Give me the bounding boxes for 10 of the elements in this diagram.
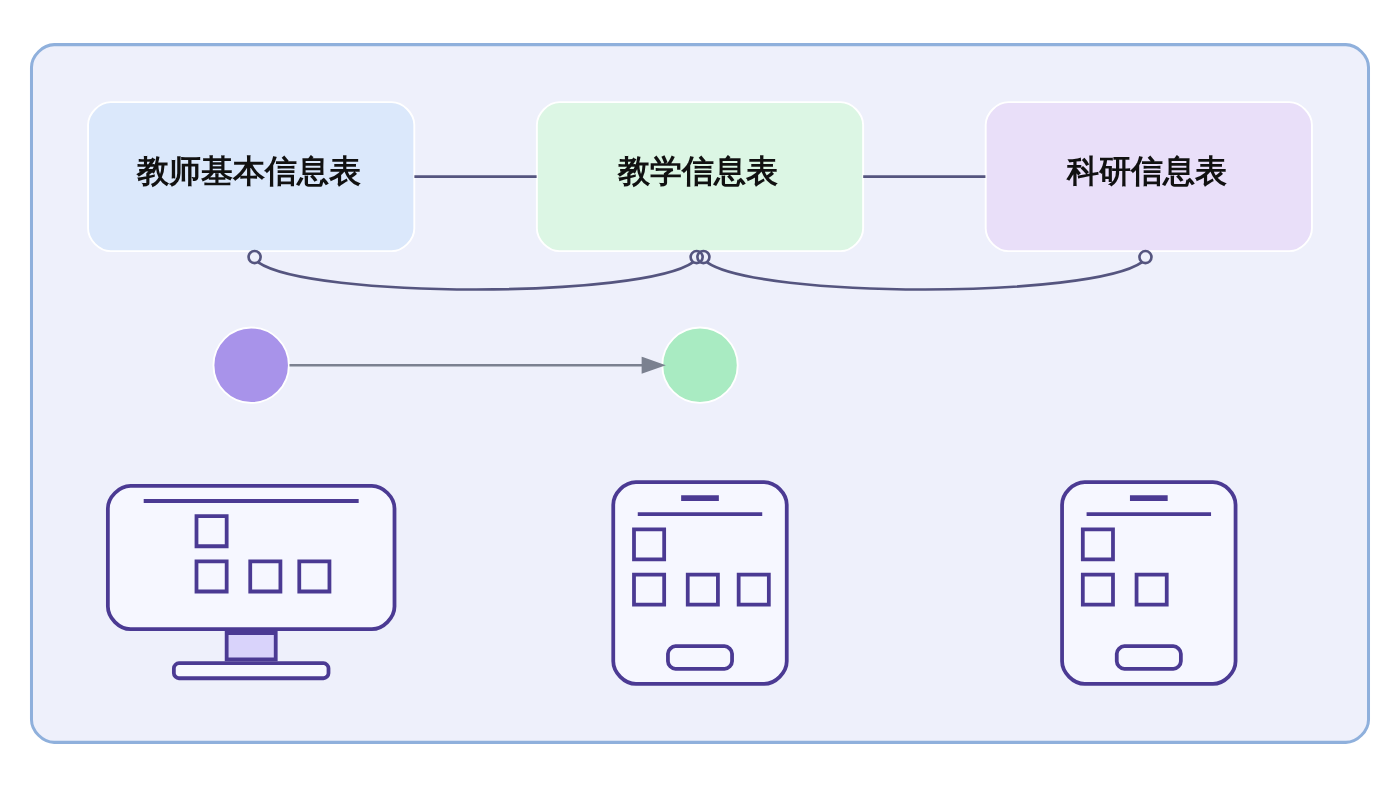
node-circle xyxy=(212,326,290,404)
connector xyxy=(247,249,704,291)
connector xyxy=(863,175,986,178)
connector xyxy=(414,175,537,178)
node-box: 科研信息表 xyxy=(984,101,1313,253)
node-box: 教师基本信息表 xyxy=(87,101,416,253)
connector xyxy=(696,249,1153,291)
node-box: 教学信息表 xyxy=(535,101,865,253)
node-circle xyxy=(661,326,739,404)
arrow xyxy=(289,356,666,374)
